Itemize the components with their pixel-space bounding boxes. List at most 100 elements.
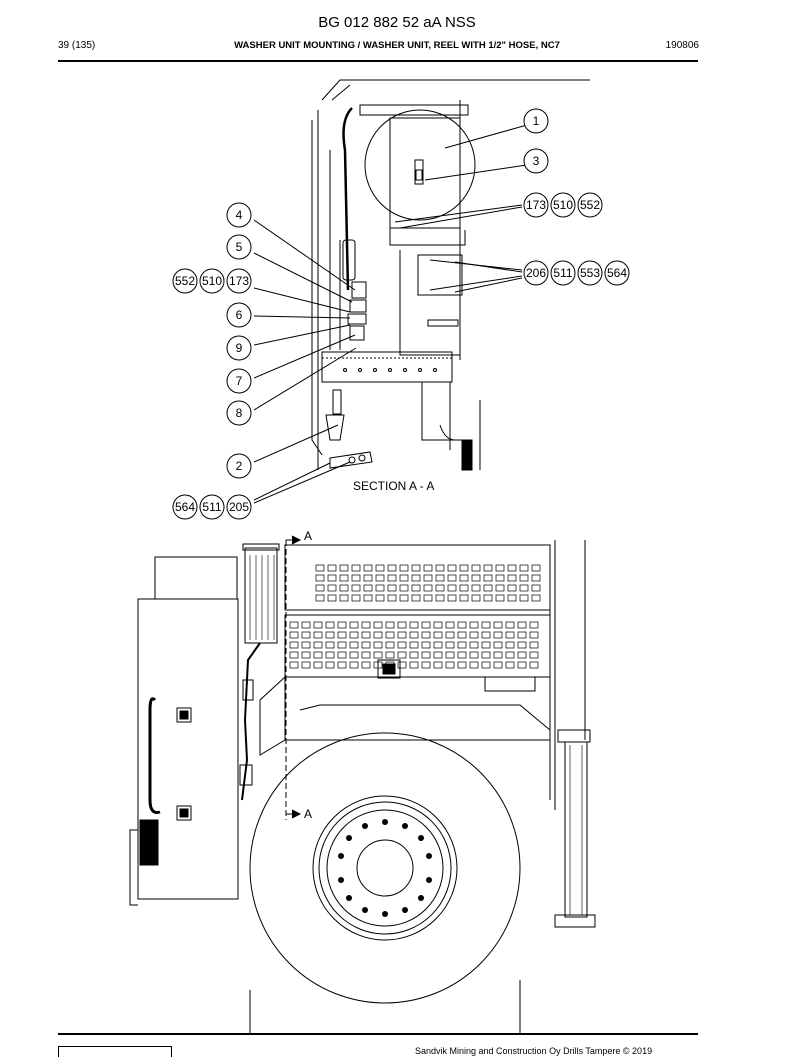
svg-text:553: 553 bbox=[580, 266, 600, 280]
callout-2: 2 bbox=[226, 453, 252, 479]
vent-slot bbox=[351, 584, 361, 592]
vent-slot bbox=[517, 641, 527, 649]
vent-slot bbox=[505, 641, 515, 649]
vent-slot bbox=[459, 594, 469, 602]
vent-slot bbox=[471, 594, 481, 602]
vent-slot bbox=[375, 584, 385, 592]
vent-slot bbox=[423, 574, 433, 582]
vent-slot bbox=[349, 641, 359, 649]
svg-text:510: 510 bbox=[553, 198, 573, 212]
vent-slot bbox=[435, 574, 445, 582]
vent-slot bbox=[445, 661, 455, 669]
drawing-code: 190806 bbox=[665, 40, 699, 51]
vent-slot bbox=[459, 584, 469, 592]
side-view bbox=[129, 535, 596, 1033]
vent-slot bbox=[435, 584, 445, 592]
vent-slot bbox=[289, 641, 299, 649]
vent-slot bbox=[445, 621, 455, 629]
vent-slot bbox=[339, 564, 349, 572]
vent-slot bbox=[397, 651, 407, 659]
callout-group-564-511-205: 564 511 205 bbox=[172, 494, 252, 520]
vent-slot bbox=[483, 594, 493, 602]
vent-slot bbox=[481, 631, 491, 639]
vent-slot bbox=[301, 621, 311, 629]
vent-slot bbox=[519, 594, 529, 602]
copyright-text: Sandvik Mining and Construction Oy Drill… bbox=[415, 1046, 653, 1056]
vent-slot bbox=[457, 631, 467, 639]
vent-slot bbox=[445, 631, 455, 639]
vent-slot bbox=[411, 584, 421, 592]
svg-text:206: 206 bbox=[526, 266, 546, 280]
callout-4: 4 bbox=[226, 202, 252, 228]
vent-slot bbox=[339, 574, 349, 582]
vent-slot bbox=[373, 661, 383, 669]
vent-slot bbox=[301, 631, 311, 639]
callout-3: 3 bbox=[523, 148, 549, 174]
vent-slot bbox=[445, 641, 455, 649]
svg-text:205: 205 bbox=[229, 500, 249, 514]
vent-slot bbox=[517, 631, 527, 639]
vent-slot bbox=[301, 651, 311, 659]
vent-slot bbox=[337, 631, 347, 639]
vent-slot bbox=[531, 564, 541, 572]
vent-slot bbox=[433, 661, 443, 669]
vent-slot bbox=[457, 621, 467, 629]
vent-slot bbox=[363, 564, 373, 572]
vent-slot bbox=[493, 661, 503, 669]
vent-slot bbox=[505, 661, 515, 669]
vent-slot bbox=[301, 661, 311, 669]
vent-slot bbox=[421, 631, 431, 639]
vent-slot bbox=[495, 584, 505, 592]
svg-text:6: 6 bbox=[236, 308, 243, 322]
vent-slot bbox=[433, 631, 443, 639]
page-number: 39 (135) bbox=[58, 40, 96, 51]
svg-text:511: 511 bbox=[202, 500, 221, 514]
vent-slot bbox=[447, 574, 457, 582]
svg-text:4: 4 bbox=[236, 208, 243, 222]
vent-slot bbox=[519, 584, 529, 592]
vent-slot bbox=[457, 641, 467, 649]
vent-slot bbox=[313, 651, 323, 659]
sandvik-logo bbox=[58, 1046, 172, 1057]
vent-slot bbox=[385, 651, 395, 659]
vent-slot bbox=[447, 584, 457, 592]
vent-slot bbox=[507, 574, 517, 582]
vent-slot bbox=[313, 631, 323, 639]
page-title: WASHER UNIT MOUNTING / WASHER UNIT, REEL… bbox=[234, 40, 560, 51]
vent-slot bbox=[505, 631, 515, 639]
vent-slot bbox=[495, 594, 505, 602]
vent-slot bbox=[339, 584, 349, 592]
svg-text:7: 7 bbox=[236, 374, 243, 388]
vent-slot bbox=[411, 574, 421, 582]
vent-slot bbox=[373, 621, 383, 629]
svg-text:3: 3 bbox=[533, 154, 540, 168]
vent-slot bbox=[421, 641, 431, 649]
vent-slot bbox=[423, 594, 433, 602]
vent-slot bbox=[529, 641, 539, 649]
vent-slot bbox=[385, 641, 395, 649]
vent-slot bbox=[493, 631, 503, 639]
callout-group-206-511-553-564: 206 511 553 564 bbox=[523, 260, 630, 286]
svg-text:511: 511 bbox=[553, 266, 572, 280]
vent-slot bbox=[373, 651, 383, 659]
vent-slot bbox=[327, 564, 337, 572]
svg-text:2: 2 bbox=[236, 459, 243, 473]
callouts: 1 3 4 5 6 9 7 8 bbox=[172, 108, 630, 520]
vent-slot bbox=[421, 621, 431, 629]
callout-9: 9 bbox=[226, 335, 252, 361]
vent-slot bbox=[373, 631, 383, 639]
vent-slot bbox=[447, 564, 457, 572]
callout-5: 5 bbox=[226, 234, 252, 260]
vent-slot bbox=[387, 594, 397, 602]
vent-slot bbox=[529, 631, 539, 639]
vent-slot bbox=[337, 641, 347, 649]
vent-slot bbox=[531, 594, 541, 602]
vent-slot bbox=[483, 574, 493, 582]
vent-slot bbox=[375, 574, 385, 582]
callout-6: 6 bbox=[226, 302, 252, 328]
callout-7: 7 bbox=[226, 368, 252, 394]
vent-slot bbox=[385, 631, 395, 639]
vent-slot bbox=[363, 584, 373, 592]
vent-slot bbox=[397, 621, 407, 629]
vent-slot bbox=[289, 631, 299, 639]
